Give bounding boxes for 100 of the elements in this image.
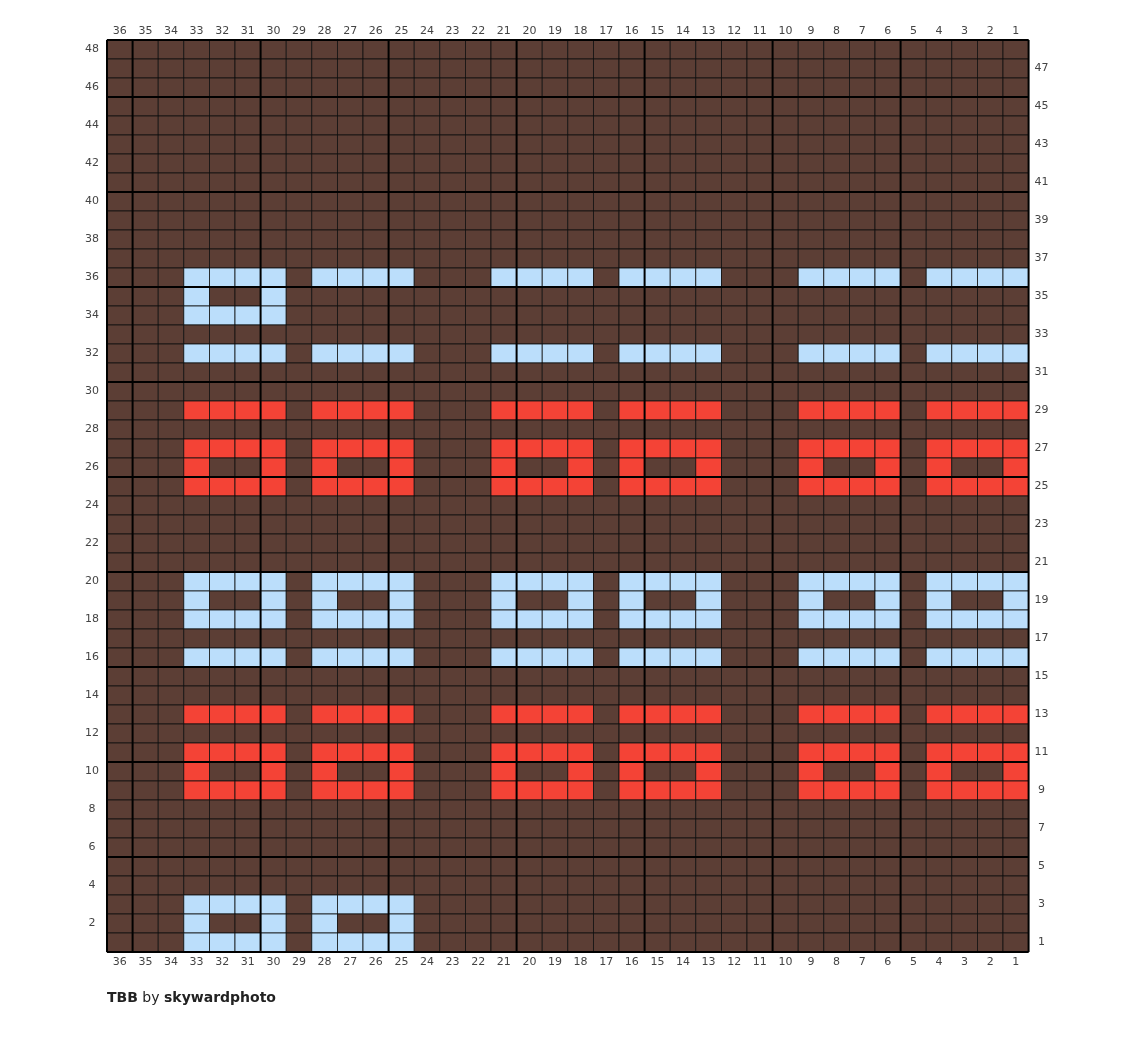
row-number: 46 [84,80,100,94]
column-number: 28 [316,24,333,38]
column-number: 34 [163,955,179,969]
row-number: 18 [84,612,100,626]
row-number: 8 [87,802,97,816]
column-number: 14 [675,24,691,38]
row-number: 16 [84,650,100,664]
column-number: 16 [623,955,640,969]
column-number: 24 [419,955,435,969]
column-number: 35 [137,955,154,969]
row-number: 6 [87,840,97,854]
row-number: 10 [84,764,100,778]
column-number: 1 [1011,955,1021,969]
column-number: 36 [111,24,128,38]
column-number: 12 [726,24,743,38]
row-number: 14 [84,688,100,702]
column-number: 21 [495,955,512,969]
row-number: 27 [1033,441,1050,455]
column-number: 31 [239,24,256,38]
row-number: 23 [1033,517,1050,531]
row-number: 42 [84,156,100,170]
column-number: 10 [777,955,794,969]
column-number: 6 [883,24,893,38]
column-number: 10 [777,24,794,38]
column-number: 22 [470,955,487,969]
column-number: 19 [547,955,563,969]
row-number: 9 [1037,783,1047,797]
column-number: 25 [393,955,410,969]
column-number: 30 [265,24,282,38]
row-number: 25 [1033,479,1050,493]
row-number: 22 [84,536,100,550]
column-number: 20 [521,24,538,38]
column-number: 5 [908,955,918,969]
column-number: 26 [367,955,384,969]
column-number: 3 [960,24,970,38]
row-number: 11 [1033,745,1050,759]
row-number: 45 [1033,99,1050,113]
column-number: 17 [598,955,615,969]
column-number: 16 [623,24,640,38]
column-number: 27 [342,24,359,38]
column-number: 31 [239,955,256,969]
column-number: 15 [649,24,666,38]
column-number: 32 [214,955,231,969]
row-number: 3 [1037,897,1047,911]
column-number: 4 [934,24,944,38]
column-number: 5 [908,24,918,38]
row-number: 2 [87,916,97,930]
column-number: 6 [883,955,893,969]
row-number: 5 [1037,859,1047,873]
column-number: 2 [985,955,995,969]
row-number: 15 [1033,669,1050,683]
column-number: 18 [572,955,589,969]
column-number: 9 [806,24,816,38]
column-number: 19 [547,24,563,38]
row-number: 44 [84,118,100,132]
column-number: 11 [751,24,768,38]
column-number: 24 [419,24,435,38]
row-number: 33 [1033,327,1050,341]
row-number: 36 [84,270,100,284]
column-number: 4 [934,955,944,969]
column-number: 22 [470,24,487,38]
column-number: 33 [188,955,205,969]
column-number: 25 [393,24,410,38]
column-number: 18 [572,24,589,38]
column-number: 8 [832,24,842,38]
column-number: 30 [265,955,282,969]
row-number: 26 [84,460,100,474]
column-number: 13 [700,24,717,38]
column-number: 12 [726,955,743,969]
column-number: 32 [214,24,231,38]
row-number: 43 [1033,137,1050,151]
row-number: 28 [84,422,100,436]
column-number: 2 [985,24,995,38]
row-number: 4 [87,878,97,892]
row-number: 32 [84,346,100,360]
row-number: 34 [84,308,100,322]
row-number: 7 [1037,821,1047,835]
column-number: 36 [111,955,128,969]
row-number: 12 [84,726,100,740]
column-number: 14 [675,955,691,969]
column-number: 1 [1011,24,1021,38]
column-number: 17 [598,24,615,38]
column-number: 15 [649,955,666,969]
column-number: 28 [316,955,333,969]
row-number: 20 [84,574,100,588]
row-number: 1 [1037,935,1047,949]
column-number: 11 [751,955,768,969]
column-number: 8 [832,955,842,969]
column-number: 34 [163,24,179,38]
row-number: 24 [84,498,100,512]
column-number: 33 [188,24,205,38]
column-number: 7 [857,955,867,969]
column-number: 29 [291,955,307,969]
column-number: 23 [444,955,461,969]
chart-credit: TBB by skywardphoto [107,989,276,1005]
row-number: 40 [84,194,100,208]
row-number: 47 [1033,61,1050,75]
row-number: 38 [84,232,100,246]
row-number: 41 [1033,175,1050,189]
row-number: 31 [1033,365,1050,379]
